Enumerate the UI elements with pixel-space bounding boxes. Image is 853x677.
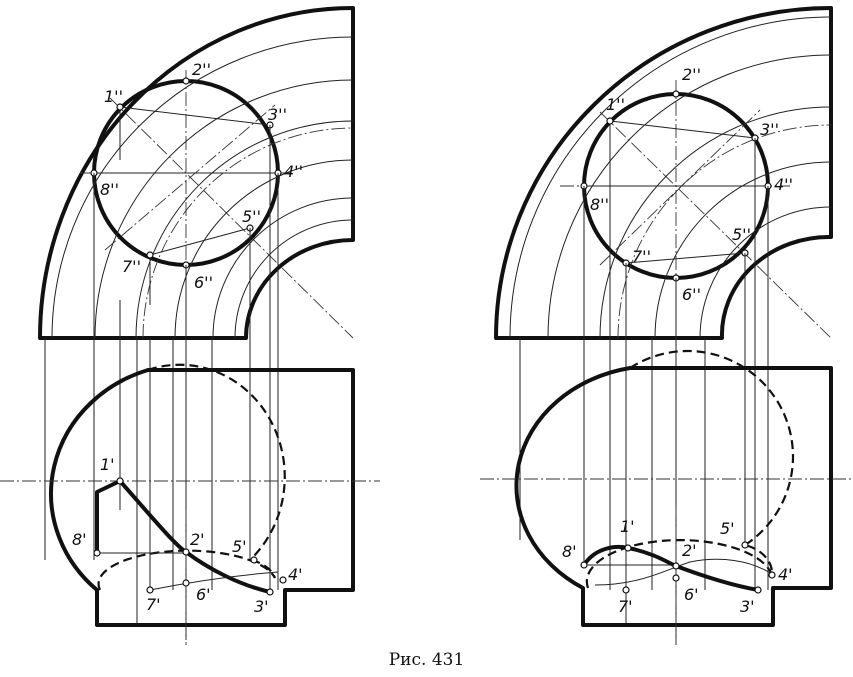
label-1pp-left: 1'' [104,87,123,106]
right-top-view [480,349,853,645]
label-6p-left: 6' [196,585,211,604]
label-4p-right: 4' [778,565,793,584]
label-3p-right: 3' [740,597,755,616]
left-labels: 1'' 2'' 3'' 4'' 5'' 6'' 7'' 8'' 1' 2' 3'… [72,60,303,616]
label-6pp-left: 6'' [194,273,213,292]
label-5p-left: 5' [232,537,247,556]
label-1p-right: 1' [620,517,635,536]
left-projection-lines [44,125,279,640]
label-7pp-right: 7'' [632,247,651,266]
label-5pp-right: 5'' [732,225,751,244]
label-2pp-left: 2'' [192,60,211,79]
right-drawing: 1'' 2'' 3'' 4'' 5'' 6'' 7'' 8'' 1' 2' 3'… [480,6,853,645]
label-2p-left: 2' [190,530,205,549]
label-7pp-left: 7'' [122,257,141,276]
label-6pp-right: 6'' [682,285,701,304]
right-front-view [494,6,833,340]
label-7p-left: 7' [146,595,161,614]
label-4pp-right: 4'' [774,175,793,194]
label-8p-right: 8' [562,542,577,561]
label-4p-left: 4' [288,565,303,584]
label-2p-right: 2' [682,541,697,560]
right-labels: 1'' 2'' 3'' 4'' 5'' 6'' 7'' 8'' 1' 2' 3'… [562,65,793,616]
label-2pp-right: 2'' [682,65,701,84]
figure-caption: Рис. 431 [388,650,465,670]
left-top-view [0,363,380,645]
label-5pp-left: 5'' [242,207,261,226]
technical-drawing: 1'' 2'' 3'' 4'' 5'' 6'' 7'' 8'' 1' 2' 3'… [0,6,853,645]
label-8pp-left: 8'' [100,180,119,199]
label-3pp-left: 3'' [268,105,287,124]
label-7p-right: 7' [618,597,633,616]
label-1p-left: 1' [100,455,115,474]
label-4pp-left: 4'' [284,162,303,181]
label-5p-right: 5' [720,519,735,538]
label-8p-left: 8' [72,530,87,549]
label-1pp-right: 1'' [606,95,625,114]
left-drawing: 1'' 2'' 3'' 4'' 5'' 6'' 7'' 8'' 1' 2' 3'… [0,6,380,645]
label-3pp-right: 3'' [760,120,779,139]
label-6p-right: 6' [684,585,699,604]
label-8pp-right: 8'' [590,195,609,214]
label-3p-left: 3' [254,597,269,616]
